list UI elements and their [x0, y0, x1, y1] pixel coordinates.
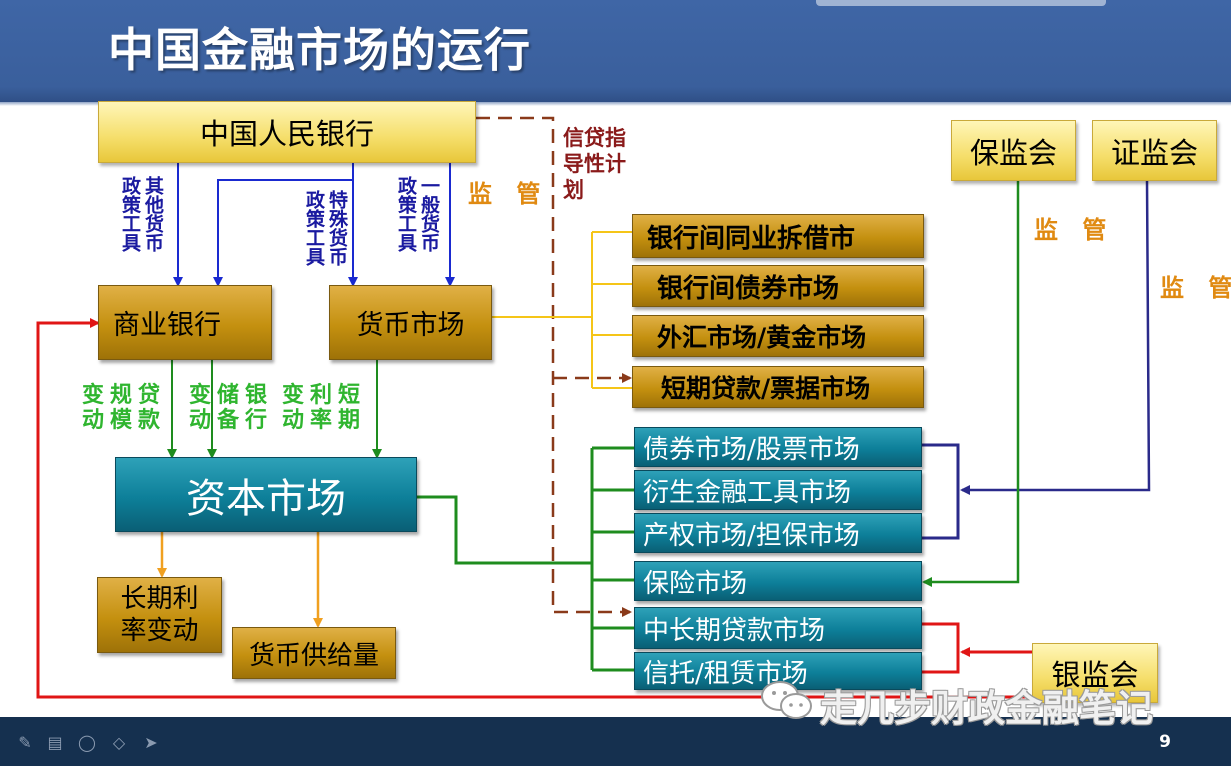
slide-menu-icon[interactable]: ▤ — [47, 733, 63, 752]
capital-market-item: 衍生金融工具市场 — [634, 470, 922, 510]
pen-icon[interactable]: ✎ — [18, 733, 32, 752]
reserve-change-label: 变储银 — [189, 383, 274, 408]
general-policy-label-2: 政策工具 — [395, 176, 417, 252]
other-policy-label-2: 政策工具 — [119, 176, 141, 252]
supervise-label-pboc: 监 管 — [468, 180, 549, 208]
scale-change-label: 变规贷 — [82, 383, 167, 408]
credit-guidance-label: 信贷指导性计划 — [563, 126, 626, 202]
page-title: 中国金融市场的运行 — [108, 23, 531, 77]
page-number: 9 — [1159, 732, 1171, 752]
other-policy-label: 其他货币 — [142, 176, 164, 252]
capital-market-item: 中长期贷款市场 — [634, 607, 922, 649]
capital-market-item: 保险市场 — [634, 561, 922, 601]
scale-change-label-2: 动模款 — [82, 408, 167, 433]
special-policy-label: 特殊货币 — [326, 190, 348, 266]
money-market-item: 银行间同业拆借市 — [632, 214, 924, 258]
slide-footer — [0, 717, 1231, 766]
supervise-label-csrc: 监 管 — [1160, 274, 1231, 302]
cbrc-node: 银监会 — [1032, 643, 1158, 703]
capital-market-item: 产权市场/担保市场 — [634, 513, 922, 553]
watermark-text: 走几步财政金融笔记 — [820, 687, 1153, 730]
csrc-node: 证监会 — [1092, 120, 1217, 181]
header-shadow — [0, 102, 1231, 106]
reserve-change-label-2: 动备行 — [189, 408, 274, 433]
wechat-icon — [761, 681, 812, 719]
money-supply-node: 货币供给量 — [232, 627, 396, 679]
pointer-icon[interactable]: ➤ — [144, 733, 158, 752]
money-market-item: 外汇市场/黄金市场 — [632, 315, 924, 357]
circ-node: 保监会 — [951, 120, 1076, 181]
money-market-item: 短期贷款/票据市场 — [632, 366, 924, 408]
rate-change-label: 变利短 — [282, 383, 367, 408]
lasso-icon[interactable]: ◯ — [78, 733, 96, 752]
commercial-bank-node: 商业银行 — [98, 285, 272, 360]
money-market-item: 银行间债券市场 — [632, 265, 924, 307]
capital-market-node: 资本市场 — [115, 457, 417, 532]
general-policy-label: 一般货币 — [418, 176, 440, 252]
supervise-label-circ: 监 管 — [1034, 216, 1115, 244]
eraser-icon[interactable]: ◇ — [112, 733, 126, 752]
long-term-rate-node: 长期利率变动 — [97, 577, 222, 653]
pboc-node: 中国人民银行 — [98, 101, 476, 163]
header-bar — [0, 0, 1231, 102]
capital-market-item: 债券市场/股票市场 — [634, 427, 922, 467]
rate-change-label-2: 动率期 — [282, 408, 367, 433]
special-policy-label-2: 政策工具 — [303, 190, 325, 266]
header-decoration — [816, 0, 1106, 6]
money-market-node: 货币市场 — [329, 285, 492, 360]
